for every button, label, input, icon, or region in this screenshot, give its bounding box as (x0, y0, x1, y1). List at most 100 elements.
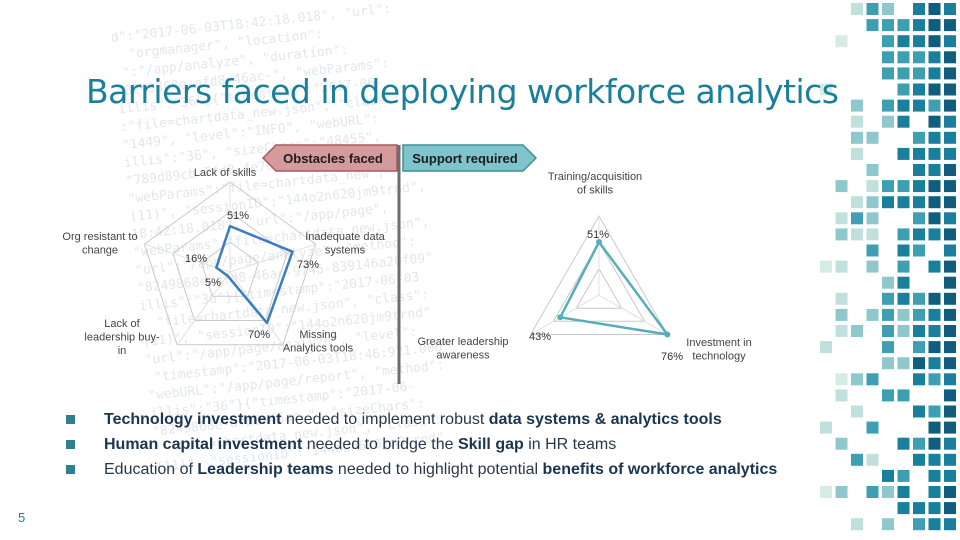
mosaic-square (882, 341, 894, 354)
mosaic-square (928, 453, 941, 466)
bullet-text-run: in HR teams (523, 436, 617, 453)
mosaic-square (913, 308, 925, 321)
mosaic-square (866, 453, 879, 466)
mosaic-square (851, 405, 863, 418)
bullet-list: Technology investment needed to implemen… (64, 410, 784, 485)
mosaic-square (851, 99, 863, 112)
radar-axis-label-line: technology (692, 351, 746, 363)
radar-spoke (229, 271, 284, 346)
mosaic-square (944, 180, 956, 193)
mosaic-square (897, 67, 910, 80)
radar-value-label: 16% (185, 253, 207, 265)
mosaic-square (913, 341, 925, 354)
mosaic-square (882, 292, 894, 305)
radar-point (557, 314, 564, 321)
mosaic-square (897, 357, 910, 370)
mosaic-square (928, 67, 941, 80)
tab-support-label: Support required (412, 151, 518, 166)
bullet-text-run: Leadership teams (197, 461, 334, 478)
radar-spoke (229, 243, 316, 273)
mosaic-square (944, 212, 956, 225)
mosaic-square (882, 180, 894, 193)
mosaic-square (928, 164, 941, 176)
mosaic-square (944, 486, 956, 498)
mosaic-square (851, 518, 863, 531)
mosaic-square (897, 502, 910, 515)
radar-grid-ring (200, 241, 260, 297)
mosaic-square (913, 3, 925, 15)
mosaic-square (897, 115, 910, 128)
mosaic-square (820, 341, 832, 354)
bullet-square-icon (66, 440, 75, 449)
mosaic-square (882, 51, 894, 64)
mosaic-square (835, 228, 848, 241)
mosaic-square (928, 51, 941, 64)
bullet-square-icon (66, 415, 75, 424)
bullet-text-run: needed to implement robust (281, 411, 489, 428)
mosaic-square (928, 308, 941, 321)
mosaic-square (928, 19, 941, 32)
bullet-text-run: Education of (104, 461, 198, 478)
mosaic-square (866, 131, 879, 144)
mosaic-square (928, 180, 941, 193)
mosaic-square (882, 276, 894, 289)
tab-support-shape (402, 144, 538, 172)
mosaic-square (882, 325, 894, 337)
radar-axis-label-line: Inadequate data (305, 231, 385, 243)
mosaic-square (928, 292, 941, 305)
radar-axis-label-line: Analytics tools (283, 343, 354, 355)
mosaic-square (944, 308, 956, 321)
mosaic-square (866, 3, 879, 15)
radar-point (596, 239, 602, 245)
mosaic-square (928, 405, 941, 418)
mosaic-square (944, 228, 956, 241)
radar-axis-label-line: Lack of (104, 318, 140, 330)
radar-spoke (176, 271, 231, 346)
mosaic-square (944, 147, 956, 160)
radar-point (664, 331, 671, 338)
radar-axis-label-line: in (118, 345, 127, 357)
mosaic-square (820, 421, 832, 434)
radar-grid-ring (143, 181, 317, 346)
mosaic-square (835, 325, 848, 337)
mosaic-square (913, 325, 925, 337)
mosaic-square (882, 357, 894, 370)
mosaic-square (913, 147, 925, 160)
radar-value-label: 43% (529, 331, 551, 343)
mosaic-square (882, 469, 894, 482)
radar-axis-label-line: systems (325, 245, 366, 257)
mosaic-square (944, 196, 956, 209)
mosaic-square (928, 115, 941, 128)
radar-axis-label-line: of skills (577, 185, 614, 197)
bullet-text-run: data systems & analytics tools (488, 411, 722, 428)
mosaic-square (928, 147, 941, 160)
mosaic-square (835, 180, 848, 193)
mosaic-square (928, 35, 941, 48)
radar-grid-ring (575, 267, 623, 309)
bullet-text-run: Skill gap (457, 436, 524, 453)
mosaic-square (835, 260, 848, 273)
slide-title: Barriers faced in deploying workforce an… (86, 72, 839, 111)
mosaic-square (944, 276, 956, 289)
mosaic-square (913, 99, 925, 112)
radar-axis-label-line: Missing (299, 329, 336, 341)
mosaic-square (866, 244, 879, 257)
mosaic-square (944, 35, 956, 48)
mosaic-square (944, 502, 956, 515)
mosaic-square (835, 292, 848, 305)
mosaic-square (928, 83, 941, 96)
bullet-square-icon (66, 465, 75, 474)
mosaic-square (882, 19, 894, 32)
mosaic-square (866, 196, 879, 209)
mosaic-square (928, 469, 941, 482)
mosaic-square (944, 99, 956, 112)
mosaic-square (944, 389, 956, 402)
mosaic-square (913, 357, 925, 370)
mosaic-square (944, 421, 956, 434)
mosaic-square (944, 131, 956, 144)
mosaic-square (897, 276, 910, 289)
mosaic-square (928, 421, 941, 434)
mosaic-square (897, 437, 910, 450)
